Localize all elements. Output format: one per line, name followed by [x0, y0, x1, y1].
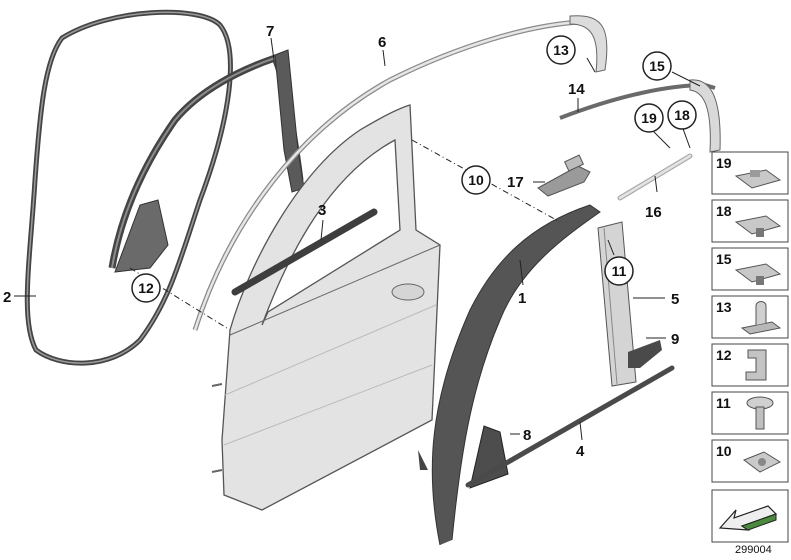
callout-15-circle: 15 — [642, 51, 672, 81]
diagram-id: 299004 — [735, 544, 772, 556]
svg-text:13: 13 — [716, 299, 732, 315]
legend-arrow-box — [711, 489, 789, 543]
callout-6: 6 — [378, 34, 386, 51]
svg-text:10: 10 — [468, 172, 484, 188]
callout-3: 3 — [318, 202, 326, 219]
callout-12-circle: 12 — [131, 273, 161, 303]
svg-text:18: 18 — [716, 203, 732, 219]
door-shell — [221, 104, 441, 511]
svg-text:12: 12 — [138, 280, 154, 296]
legend-item-12: 12 — [711, 343, 789, 387]
part-7-corner-piece — [114, 199, 169, 273]
legend-item-18: 18 — [711, 199, 789, 243]
legend-item-15: 15 — [711, 247, 789, 291]
callout-5: 5 — [671, 291, 679, 308]
callout-1: 1 — [518, 290, 526, 307]
part-8-mirror-triangle — [469, 425, 509, 489]
svg-text:12: 12 — [716, 347, 732, 363]
callout-14: 14 — [568, 81, 585, 98]
svg-text:13: 13 — [553, 42, 569, 58]
fastener-legend: 19 18 15 13 12 — [711, 151, 789, 543]
part-1-pillar-seal — [431, 204, 601, 546]
svg-text:11: 11 — [612, 263, 627, 279]
svg-text:10: 10 — [716, 443, 732, 459]
part-4-lower-strip — [465, 365, 675, 488]
legend-item-19: 19 — [711, 151, 789, 195]
clip-15-icon — [734, 263, 782, 283]
callout-7: 7 — [266, 23, 274, 40]
callout-2: 2 — [3, 289, 11, 306]
svg-text:19: 19 — [641, 110, 657, 126]
part-1-seal-end — [418, 450, 428, 470]
legend-item-11: 11 — [711, 391, 789, 435]
callout-18-circle: 18 — [667, 100, 697, 130]
svg-text:15: 15 — [716, 251, 732, 267]
svg-text:11: 11 — [716, 395, 731, 411]
callout-13-circle: 13 — [546, 35, 576, 65]
callout-17: 17 — [507, 174, 524, 191]
svg-text:15: 15 — [649, 58, 665, 74]
callout-10-circle: 10 — [461, 165, 491, 195]
guide-line-10 — [411, 139, 561, 223]
svg-text:18: 18 — [674, 107, 690, 123]
callout-16: 16 — [645, 204, 662, 221]
part-15-corner-cover — [689, 79, 721, 153]
part-17-bracket — [537, 165, 591, 197]
clip-13-icon — [740, 321, 782, 335]
callout-19-circle: 19 — [634, 103, 664, 133]
callout-8: 8 — [523, 427, 531, 444]
clip-18-icon — [734, 215, 782, 235]
part-13-top-cover — [569, 15, 608, 73]
clip-12-icon — [745, 349, 767, 381]
part-9-bracket — [628, 340, 662, 368]
callout-11-circle: 11 — [604, 256, 634, 286]
svg-text:19: 19 — [716, 155, 732, 171]
callout-9: 9 — [671, 331, 679, 348]
callout-4: 4 — [576, 443, 585, 460]
legend-item-10: 10 — [711, 439, 789, 483]
part-3-window-seal-strip — [231, 208, 378, 296]
legend-item-13: 13 — [711, 295, 789, 339]
